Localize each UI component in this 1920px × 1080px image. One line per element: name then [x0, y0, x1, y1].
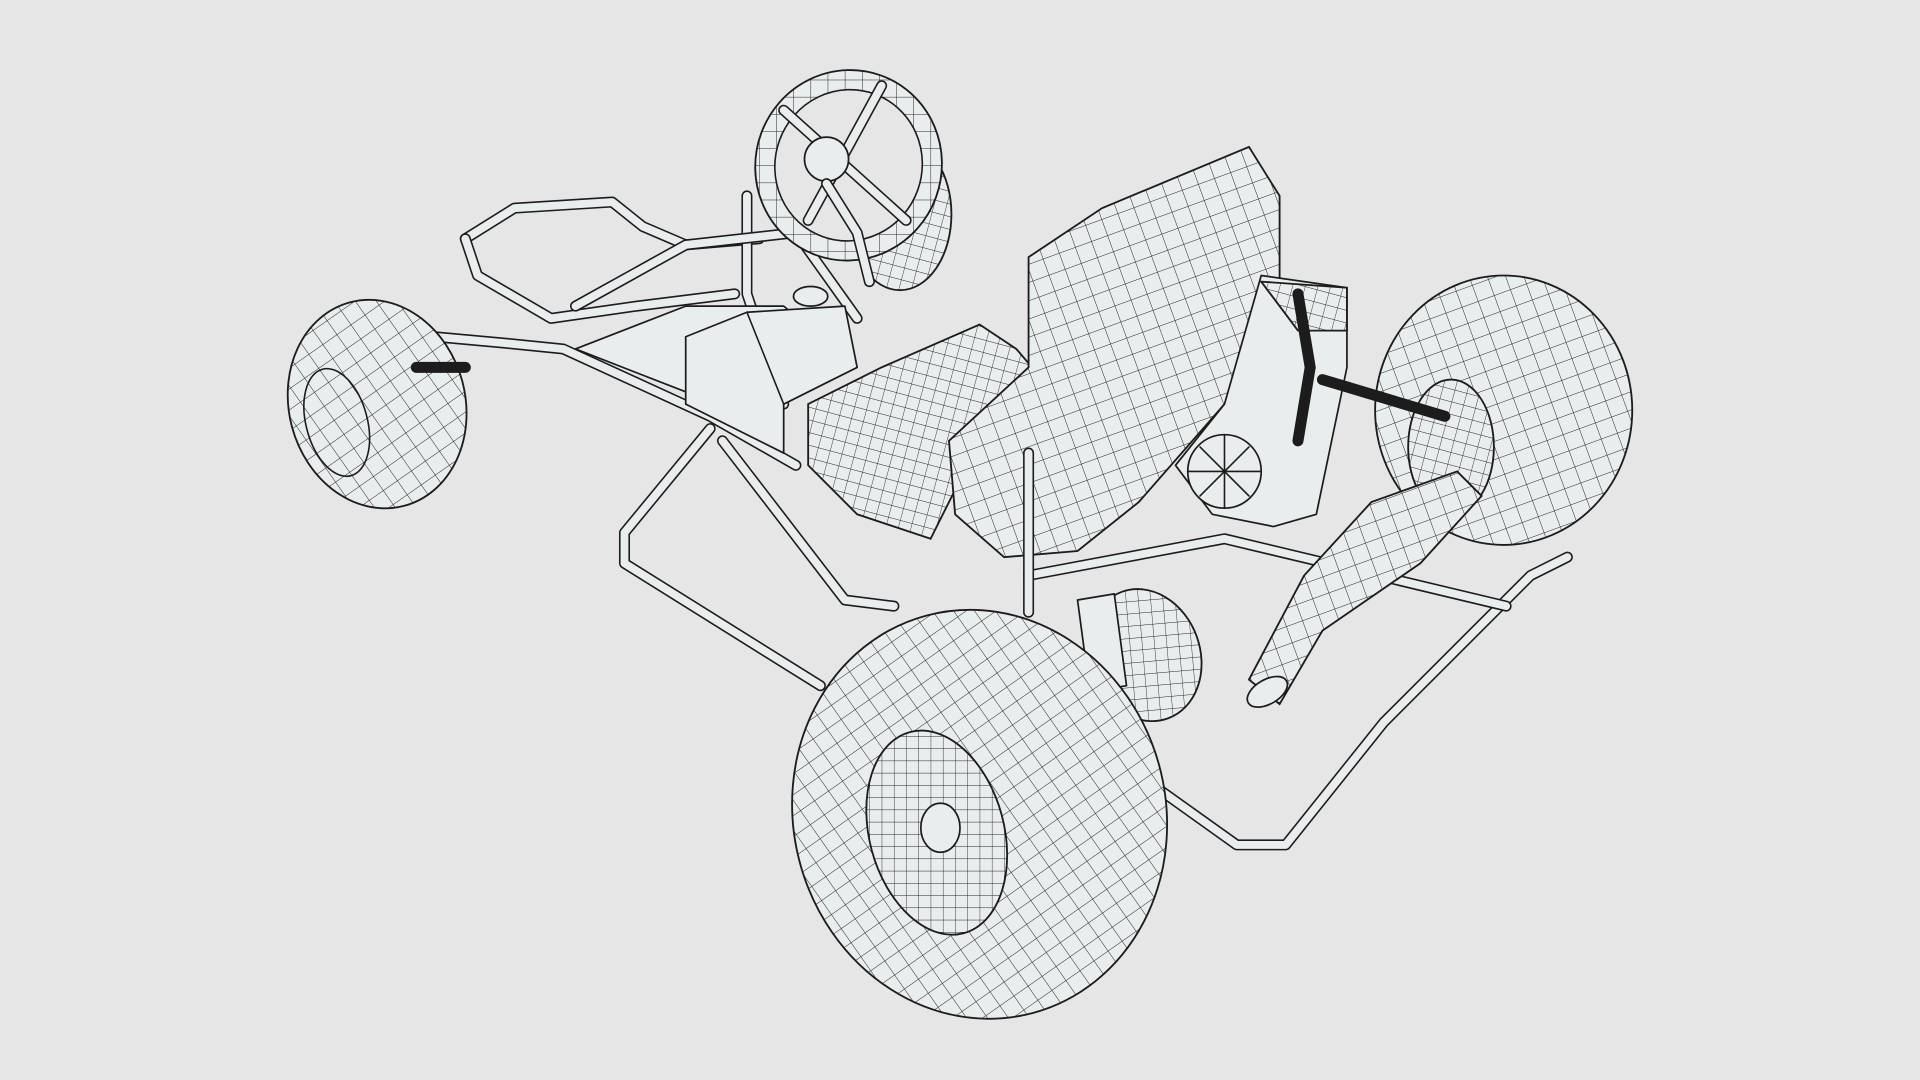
front-left-wheel	[286, 298, 471, 510]
exhaust-pipe	[1246, 470, 1483, 708]
steering-wheel	[754, 69, 953, 292]
engine	[1174, 274, 1348, 528]
fuel-tank	[684, 285, 858, 454]
seat	[807, 145, 1281, 618]
front-right-wheel	[791, 608, 1169, 1020]
